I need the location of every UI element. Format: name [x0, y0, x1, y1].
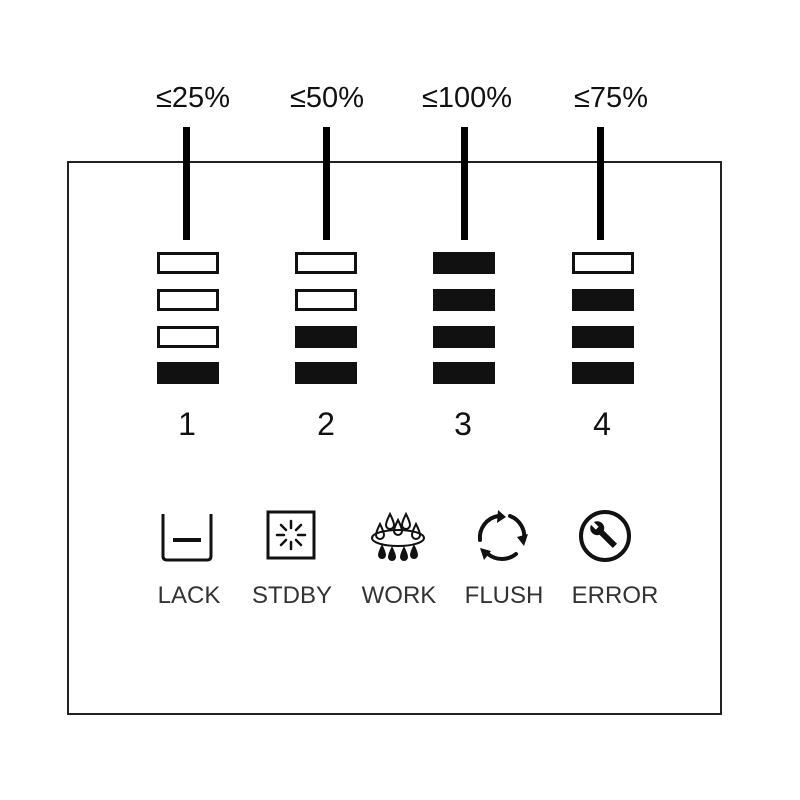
status-label-stdby: STDBY	[251, 582, 332, 609]
level-label-2: ≤50%	[290, 82, 364, 114]
level-segment-2-3	[295, 326, 357, 348]
pointer-line-2	[323, 127, 330, 240]
flush-icon	[477, 510, 528, 562]
level-segment-3-4	[433, 362, 495, 384]
level-label-1: ≤25%	[156, 82, 230, 114]
level-segment-3-2	[433, 289, 495, 311]
indicator-panel	[67, 161, 722, 715]
lack-icon	[161, 514, 213, 562]
level-segment-4-2	[572, 289, 634, 311]
pointer-line-3	[461, 127, 468, 240]
status-label-flush: FLUSH	[464, 582, 544, 609]
level-segment-2-4	[295, 362, 357, 384]
pointer-line-1	[183, 127, 190, 240]
level-label-3: ≤100%	[421, 82, 513, 114]
error-icon	[579, 510, 631, 562]
level-segment-1-1	[157, 252, 219, 274]
group-number-4: 4	[593, 406, 611, 442]
status-label-lack: LACK	[157, 582, 221, 609]
pointer-line-4	[597, 127, 604, 240]
group-number-3: 3	[454, 406, 472, 442]
status-label-work: WORK	[361, 582, 437, 609]
level-segment-4-3	[572, 326, 634, 348]
level-segment-3-3	[433, 326, 495, 348]
level-segment-1-4	[157, 362, 219, 384]
group-number-2: 2	[317, 406, 335, 442]
level-segment-3-1	[433, 252, 495, 274]
standby-icon	[266, 510, 316, 560]
level-segment-4-1	[572, 252, 634, 274]
level-segment-1-2	[157, 289, 219, 311]
group-number-1: 1	[178, 406, 196, 442]
status-label-error: ERROR	[571, 582, 659, 609]
work-icon	[371, 511, 425, 561]
level-label-4: ≤75%	[574, 82, 648, 114]
level-segment-4-4	[572, 362, 634, 384]
level-segment-2-2	[295, 289, 357, 311]
level-segment-1-3	[157, 326, 219, 348]
level-segment-2-1	[295, 252, 357, 274]
